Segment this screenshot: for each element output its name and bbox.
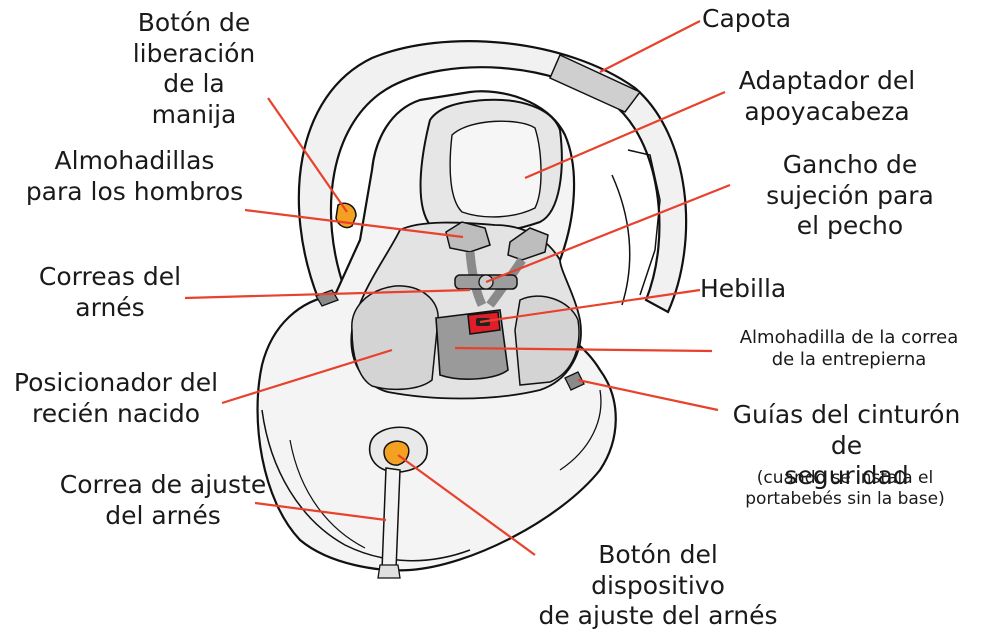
label-adjust-strap: Correa de ajuste del arnés [58,470,268,531]
label-chest-clip: Gancho de sujeción para el pecho [755,150,945,242]
label-belt-guides-note: (cuando se instala el portabebés sin la … [725,468,965,509]
label-buckle: Hebilla [700,274,820,305]
label-newborn-positioner: Posicionador del recién nacido [6,368,226,429]
label-adjuster-button: Botón del dispositivo de ajuste del arné… [528,540,788,632]
label-release-button: Botón de liberación de la manija [114,8,274,130]
car-seat-diagram: Botón de liberación de la manija Capota … [0,0,987,609]
label-head-adapter: Adaptador del apoyacabeza [722,66,932,127]
label-harness-straps: Correas del arnés [30,262,190,323]
newborn-positioner [352,286,438,390]
label-shoulder-pads: Almohadillas para los hombros [22,146,247,207]
label-canopy: Capota [702,4,822,35]
label-crotch-pad: Almohadilla de la correa de la entrepier… [714,327,984,371]
